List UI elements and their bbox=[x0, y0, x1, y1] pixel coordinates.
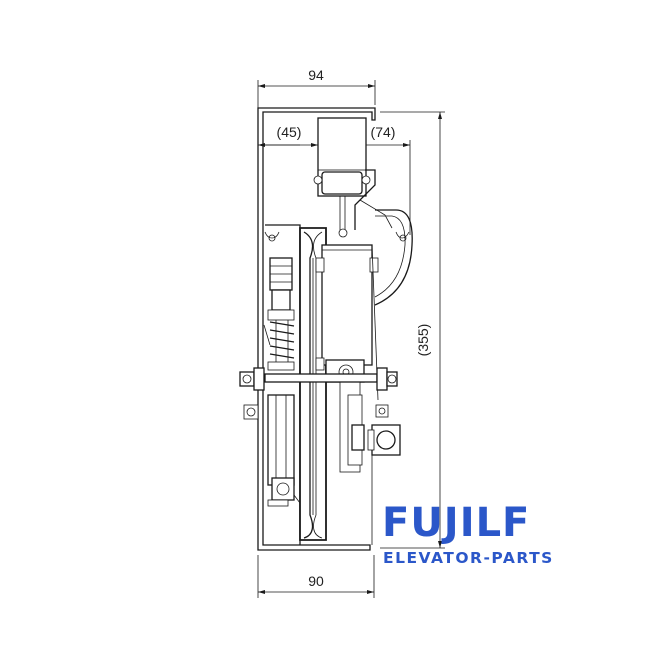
lower-linkage bbox=[243, 394, 301, 515]
dim-left-offset: (45) bbox=[277, 124, 302, 140]
spring-assembly bbox=[263, 257, 295, 371]
dim-right-offset: (74) bbox=[371, 124, 396, 140]
compression-spring bbox=[269, 320, 295, 362]
arm-housing bbox=[315, 244, 379, 473]
dim-top-width: 94 bbox=[308, 67, 324, 83]
brand-subtitle: ELEVATOR-PARTS bbox=[383, 549, 554, 567]
adjusting-nut bbox=[367, 404, 401, 545]
top-spring-housing bbox=[313, 117, 413, 306]
guide-roller-wheel bbox=[299, 227, 327, 541]
base-bracket bbox=[257, 107, 410, 551]
dim-bottom-width: 90 bbox=[308, 573, 324, 589]
dimension-annotations: 94 (45) (74) (355) 90 bbox=[257, 67, 445, 598]
dim-height: (355) bbox=[415, 324, 431, 357]
brand-logo: FUJILF bbox=[382, 500, 531, 546]
brand-watermark: FUJILF ELEVATOR-PARTS bbox=[376, 500, 601, 568]
main-axle bbox=[239, 367, 398, 391]
